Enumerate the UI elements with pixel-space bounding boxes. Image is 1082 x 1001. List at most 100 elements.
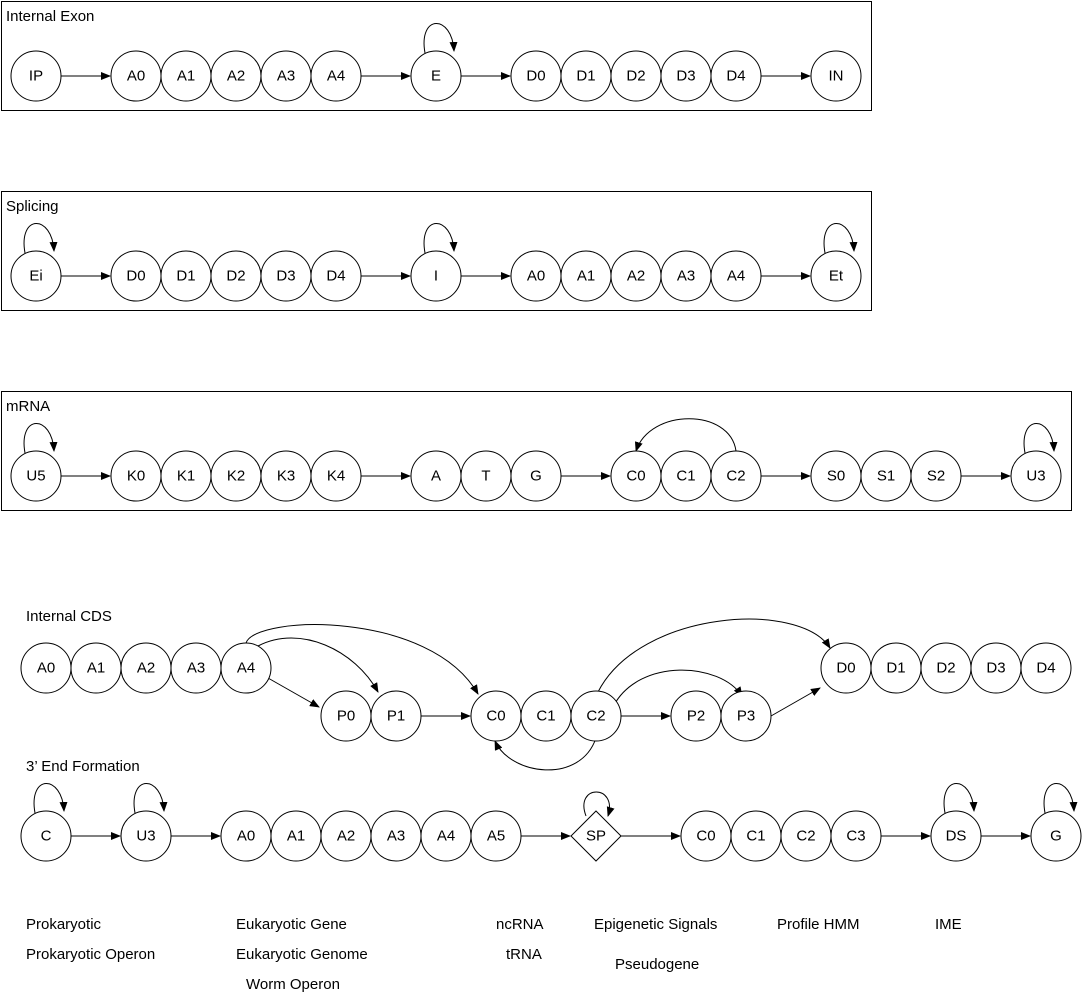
state-node[interactable]: A1: [560, 250, 612, 302]
state-node[interactable]: C2: [710, 450, 762, 502]
state-node[interactable]: A0: [110, 50, 162, 102]
state-node[interactable]: P0: [320, 690, 372, 742]
link-profile-hmm[interactable]: Profile HMM: [777, 916, 860, 933]
state-node[interactable]: P3: [720, 690, 772, 742]
state-node[interactable]: A5: [470, 810, 522, 862]
state-node[interactable]: D2: [920, 642, 972, 694]
state-node[interactable]: A4: [420, 810, 472, 862]
state-node[interactable]: A1: [70, 642, 122, 694]
state-node[interactable]: A1: [160, 50, 212, 102]
state-node[interactable]: K2: [210, 450, 262, 502]
state-node[interactable]: D4: [710, 50, 762, 102]
state-node[interactable]: U5: [10, 450, 62, 502]
link-ncrna[interactable]: ncRNA: [496, 916, 544, 933]
panel-mrna: mRNA U5 K0 K1 K2 K3 K4 A T G C0 C1 C2 S0…: [1, 391, 1072, 511]
state-node[interactable]: A0: [220, 810, 272, 862]
state-node[interactable]: A2: [120, 642, 172, 694]
svg-text:E: E: [431, 68, 441, 85]
state-node[interactable]: G: [1030, 810, 1082, 862]
state-node[interactable]: S1: [860, 450, 912, 502]
svg-text:K0: K0: [127, 468, 145, 485]
link-prokaryotic-operon[interactable]: Prokaryotic Operon: [26, 946, 156, 963]
state-node[interactable]: K0: [110, 450, 162, 502]
link-worm-operon[interactable]: Worm Operon: [246, 976, 340, 993]
state-node[interactable]: D0: [510, 50, 562, 102]
state-node[interactable]: D3: [260, 250, 312, 302]
state-node[interactable]: T: [460, 450, 512, 502]
state-node[interactable]: IP: [10, 50, 62, 102]
state-node[interactable]: A3: [370, 810, 422, 862]
state-node[interactable]: C0: [610, 450, 662, 502]
state-node[interactable]: D1: [160, 250, 212, 302]
state-node[interactable]: DS: [930, 810, 982, 862]
state-node[interactable]: D4: [1020, 642, 1072, 694]
state-node[interactable]: C: [20, 810, 72, 862]
state-node[interactable]: P2: [670, 690, 722, 742]
state-node[interactable]: A2: [210, 50, 262, 102]
link-ime[interactable]: IME: [935, 916, 962, 933]
state-node[interactable]: S0: [810, 450, 862, 502]
state-node[interactable]: C0: [680, 810, 732, 862]
state-node[interactable]: E: [410, 50, 462, 102]
state-node[interactable]: D3: [660, 50, 712, 102]
state-node[interactable]: D2: [210, 250, 262, 302]
state-node[interactable]: C2: [780, 810, 832, 862]
state-node[interactable]: D0: [820, 642, 872, 694]
svg-text:C0: C0: [696, 828, 715, 845]
state-node[interactable]: U3: [120, 810, 172, 862]
self-loop-Ei: [23, 223, 58, 254]
svg-text:C0: C0: [626, 468, 645, 485]
link-epigenetic-signals[interactable]: Epigenetic Signals: [594, 916, 718, 933]
state-node[interactable]: A4: [310, 50, 362, 102]
state-node[interactable]: A4: [710, 250, 762, 302]
edge-A4-C0: [245, 624, 479, 695]
state-node[interactable]: D1: [870, 642, 922, 694]
state-node[interactable]: D3: [970, 642, 1022, 694]
state-node[interactable]: K1: [160, 450, 212, 502]
svg-text:A1: A1: [287, 828, 305, 845]
state-node[interactable]: A0: [510, 250, 562, 302]
state-node[interactable]: A4: [220, 642, 272, 694]
state-node[interactable]: C1: [520, 690, 572, 742]
state-node[interactable]: D1: [560, 50, 612, 102]
state-node[interactable]: D4: [310, 250, 362, 302]
svg-text:A: A: [431, 468, 441, 485]
state-node[interactable]: IN: [810, 50, 862, 102]
edge-C2-P3: [613, 669, 743, 706]
link-pseudogene[interactable]: Pseudogene: [615, 956, 700, 973]
state-node[interactable]: A3: [260, 50, 312, 102]
state-node[interactable]: Ei: [10, 250, 62, 302]
svg-text:C2: C2: [586, 708, 605, 725]
state-node[interactable]: C3: [830, 810, 882, 862]
state-node[interactable]: I: [410, 250, 462, 302]
link-trna[interactable]: tRNA: [506, 946, 542, 963]
state-node[interactable]: S2: [910, 450, 962, 502]
state-node[interactable]: A3: [660, 250, 712, 302]
panel-splicing: Splicing Ei D0 D1 D2 D3 D4 I A0 A1 A2 A3…: [1, 191, 872, 311]
state-node[interactable]: D2: [610, 50, 662, 102]
state-node[interactable]: A2: [610, 250, 662, 302]
link-eukaryotic-genome[interactable]: Eukaryotic Genome: [236, 946, 368, 963]
state-node[interactable]: K3: [260, 450, 312, 502]
svg-text:SP: SP: [586, 828, 606, 845]
state-node[interactable]: A2: [320, 810, 372, 862]
state-node[interactable]: P1: [370, 690, 422, 742]
state-node[interactable]: G: [510, 450, 562, 502]
svg-text:C1: C1: [536, 708, 555, 725]
link-eukaryotic-gene[interactable]: Eukaryotic Gene: [236, 916, 347, 933]
state-node[interactable]: K4: [310, 450, 362, 502]
edge-C2-D0: [597, 618, 831, 693]
state-node[interactable]: U3: [1010, 450, 1062, 502]
state-node[interactable]: C2: [570, 690, 622, 742]
state-node[interactable]: C1: [660, 450, 712, 502]
state-node[interactable]: C0: [470, 690, 522, 742]
link-prokaryotic[interactable]: Prokaryotic: [26, 916, 102, 933]
state-node[interactable]: A3: [170, 642, 222, 694]
state-node[interactable]: A0: [20, 642, 72, 694]
state-node[interactable]: A1: [270, 810, 322, 862]
state-node[interactable]: D0: [110, 250, 162, 302]
state-node[interactable]: A: [410, 450, 462, 502]
state-node[interactable]: C1: [730, 810, 782, 862]
state-node[interactable]: Et: [810, 250, 862, 302]
state-node-diamond[interactable]: SP: [570, 810, 622, 862]
